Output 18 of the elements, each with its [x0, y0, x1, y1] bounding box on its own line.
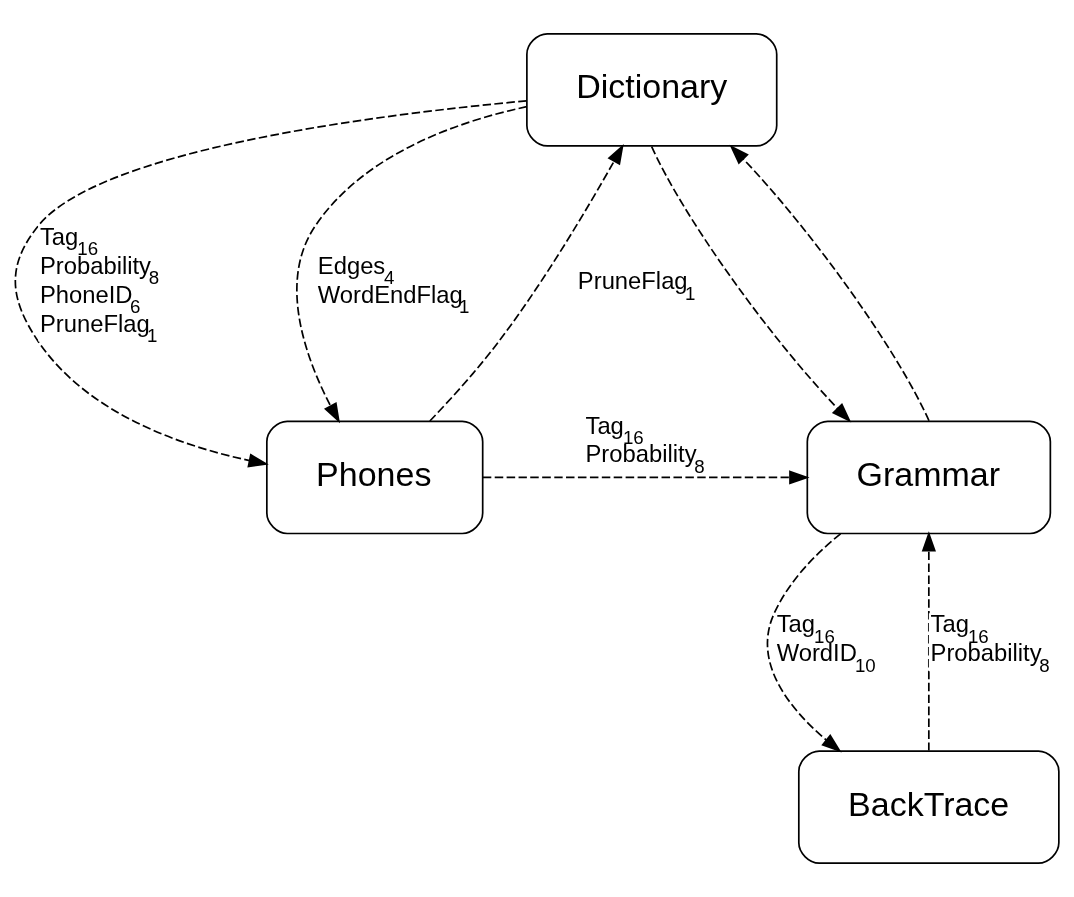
- node-box: Phones: [266, 420, 484, 535]
- arrow: [482, 470, 810, 485]
- edge-label: Tag$_{16}$ Probability$_{8}$: [585, 411, 705, 477]
- edge-label: PruneFlag$_{1}$: [577, 267, 696, 304]
- arrow: [921, 531, 936, 752]
- edge-label: Edges$_{4}$ WordEndFlag$_{1}$: [317, 251, 470, 318]
- edge-label: Tag$_{16}$ Probability$_{8}$: [930, 610, 1050, 676]
- arrow: [429, 143, 624, 422]
- arrow: [14, 100, 528, 468]
- arrow: [650, 145, 852, 423]
- arrow: [296, 105, 528, 424]
- node-box: Dictionary: [526, 32, 778, 147]
- node-box: BackTrace: [797, 750, 1060, 865]
- node-box: Grammar: [806, 420, 1052, 535]
- edge-label: Tag$_{16}$ WordID$_{10}$: [776, 610, 876, 676]
- edge-label: Tag$_{16}$ Probability$_{8}$ PhoneID$_{6}$ PruneFlag$_{1}$: [39, 222, 160, 347]
- arrow: [766, 532, 842, 753]
- arrow: [729, 144, 930, 422]
